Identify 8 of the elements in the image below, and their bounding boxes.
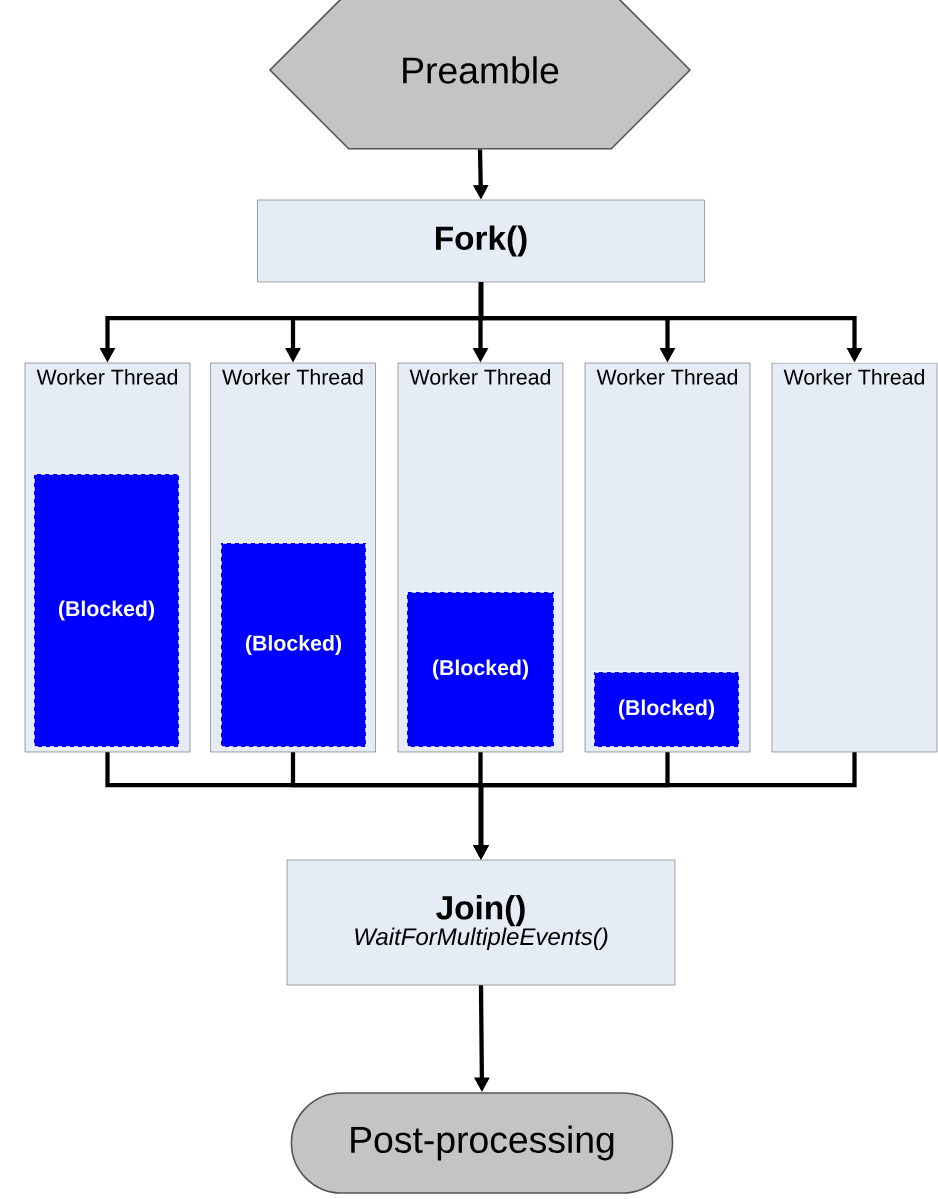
blocked-box: (Blocked) — [33, 473, 180, 748]
blocked-box: (Blocked) — [220, 542, 367, 748]
blocked-box: (Blocked) — [406, 591, 555, 748]
terminal-box: Post-processing — [290, 1092, 674, 1194]
blocked-box: (Blocked) — [593, 671, 740, 748]
process-box: Fork() — [257, 199, 705, 283]
process-box: Join() WaitForMultipleEvents() — [286, 859, 676, 986]
thread-column: Worker Thread — [771, 362, 938, 753]
